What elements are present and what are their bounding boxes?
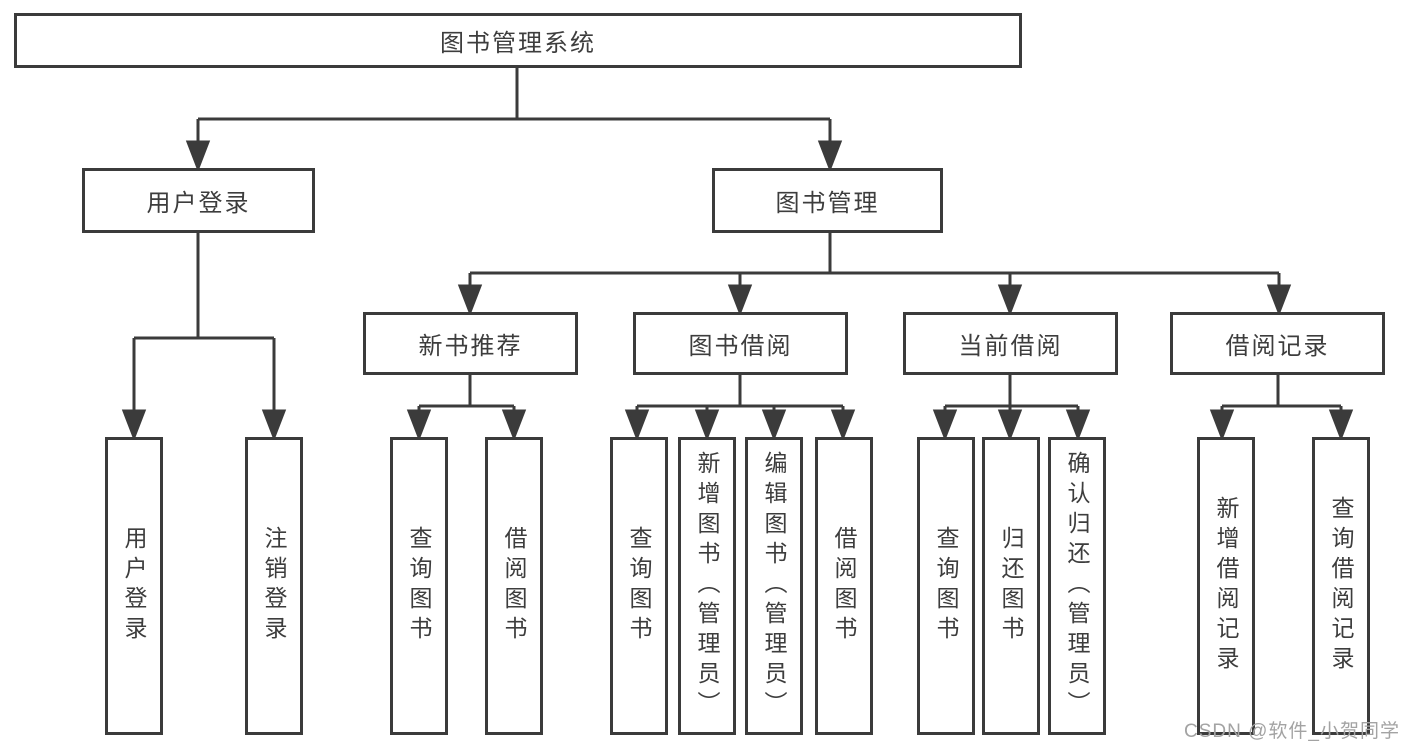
connector-root-to-level2 — [185, 67, 843, 173]
leaf-user-login: 用户登录 — [105, 437, 163, 735]
leaf-add-borrow-record: 新增借阅记录 — [1197, 437, 1255, 735]
leaf-return-books: 归还图书 — [982, 437, 1040, 735]
connector-book-management-children — [457, 232, 1292, 317]
connector-new-book-children — [406, 375, 527, 442]
node-borrowing-records: 借阅记录 — [1170, 312, 1385, 375]
node-book-borrowing: 图书借阅 — [633, 312, 848, 375]
connector-records-children — [1209, 375, 1354, 442]
leaf-logout: 注销登录 — [245, 437, 303, 735]
leaf-add-books-admin: 新增图书（管理员） — [678, 437, 736, 735]
node-new-book-recommendation: 新书推荐 — [363, 312, 578, 375]
leaf-query-books-borrow: 查询图书 — [610, 437, 668, 735]
leaf-edit-books-admin: 编辑图书（管理员） — [745, 437, 803, 735]
leaf-borrow-books-recommend: 借阅图书 — [485, 437, 543, 735]
leaf-borrow-books: 借阅图书 — [815, 437, 873, 735]
leaf-confirm-return-admin: 确认归还（管理员） — [1048, 437, 1106, 735]
leaf-query-books-current: 查询图书 — [917, 437, 975, 735]
node-library-system: 图书管理系统 — [14, 13, 1022, 68]
connector-current-borrow-children — [932, 375, 1091, 442]
csdn-watermark: CSDN @软件_小贺同学 — [1184, 721, 1400, 742]
leaf-query-books-recommend: 查询图书 — [390, 437, 448, 735]
leaf-query-borrow-record: 查询借阅记录 — [1312, 437, 1370, 735]
node-user-login: 用户登录 — [82, 168, 315, 233]
connector-user-login-children — [121, 232, 287, 442]
connector-book-borrow-children — [624, 375, 856, 442]
node-current-borrowing: 当前借阅 — [903, 312, 1118, 375]
node-book-management: 图书管理 — [712, 168, 943, 233]
